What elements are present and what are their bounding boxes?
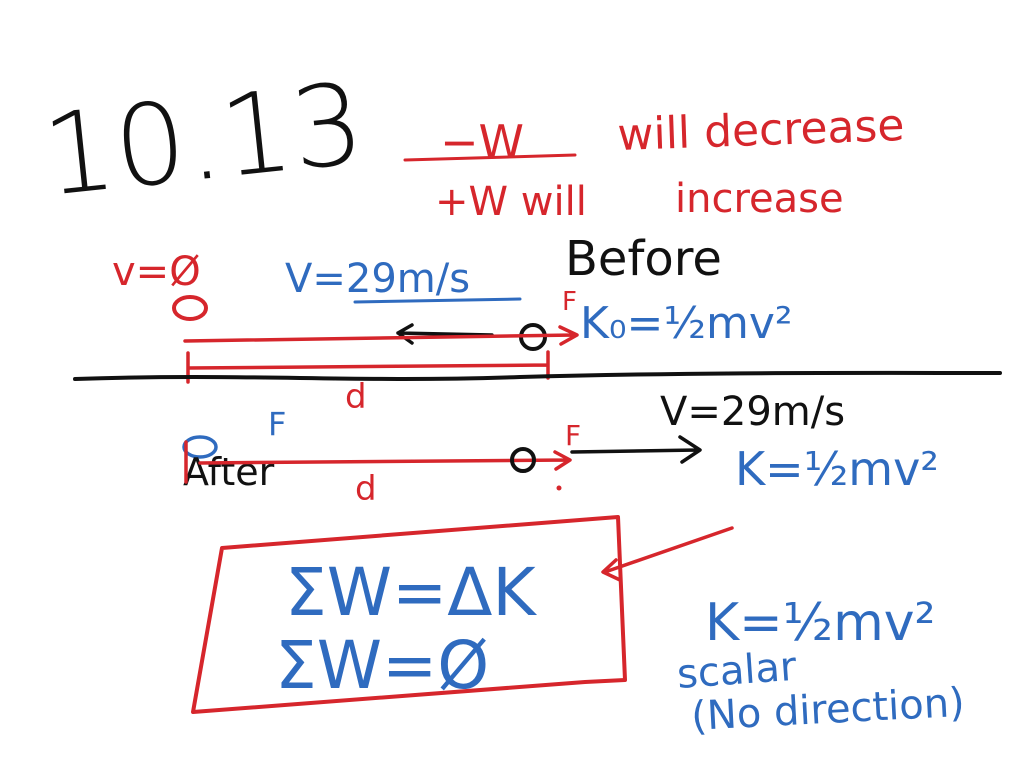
after-heading: After (183, 450, 275, 494)
problem-number: 10.13 (37, 59, 369, 222)
boxed-equation-2: ΣW=Ø (275, 627, 489, 704)
before-kinetic-energy: K₀=½mv² (580, 298, 793, 349)
after-v-final: V=29m/s (660, 389, 845, 435)
positive-work-effect: increase (675, 176, 844, 222)
boxed-equation-1: ΣW=ΔK (285, 554, 537, 631)
before-heading: Before (565, 231, 722, 287)
negative-work-effect: will decrease (617, 100, 906, 161)
after-dot-mark (556, 485, 562, 491)
before-v-underline (353, 297, 522, 304)
before-force-arrow (183, 325, 579, 346)
after-force-label-red: F (565, 419, 581, 452)
before-force-label: F (562, 287, 577, 317)
positive-work-label: +W will (435, 179, 587, 225)
ground-divider-line (73, 370, 1002, 381)
before-motion-arrow (396, 323, 494, 345)
after-force-line (198, 450, 572, 471)
before-start-object (172, 295, 208, 321)
pointer-arrow (601, 526, 734, 582)
after-distance-label: d (355, 469, 377, 509)
after-motion-arrow (570, 435, 702, 464)
after-force-label-blue: F (268, 405, 286, 443)
after-start-object (182, 435, 218, 459)
negative-work-label: −W (440, 115, 524, 169)
after-kinetic-energy: K=½mv² (735, 442, 939, 496)
before-v-given: V=29m/s (285, 256, 470, 302)
definition-formula: K=½mv² (705, 593, 935, 653)
after-end-object (510, 447, 536, 473)
before-distance-label: d (345, 377, 367, 417)
equation-box (191, 515, 627, 714)
negative-work-underline (403, 153, 577, 162)
definition-note-line1: scalar (675, 644, 798, 698)
before-v-initial: v=Ø (112, 249, 201, 295)
